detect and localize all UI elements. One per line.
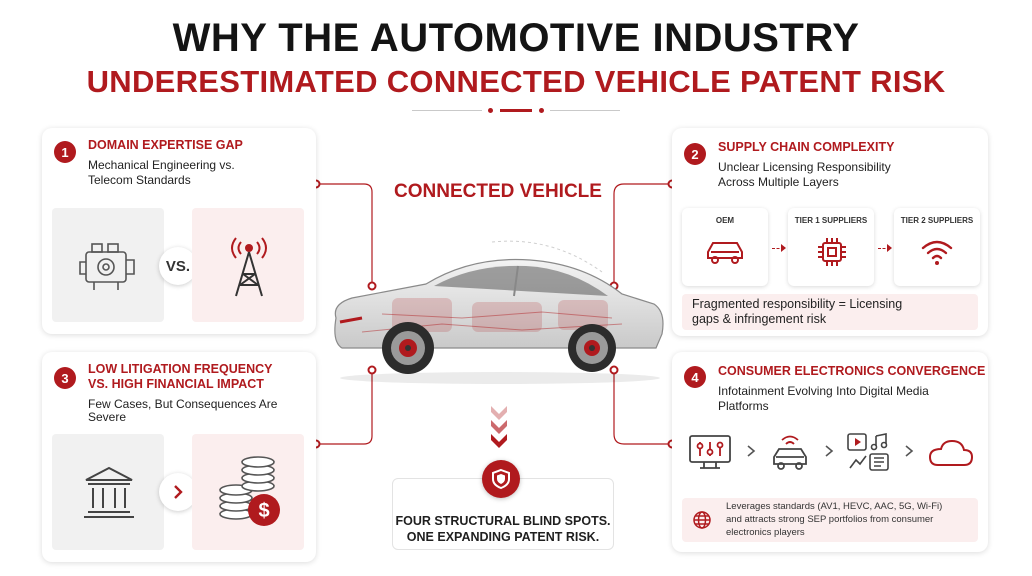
card-number-badge: 3 xyxy=(54,367,76,389)
card-title-line1: LOW LITIGATION FREQUENCY xyxy=(88,362,273,376)
standards-note: Leverages standards (AV1, HEVC, AAC, 5G,… xyxy=(682,498,978,542)
mechanical-panel xyxy=(52,208,164,322)
card-number-badge: 4 xyxy=(684,366,706,388)
chevrons-down-icon xyxy=(491,406,507,448)
card-title: CONSUMER ELECTRONICS CONVERGENCE xyxy=(718,364,986,378)
chevron-right-icon xyxy=(747,445,756,457)
flow-arrow xyxy=(772,248,784,249)
page-subtitle: UNDERESTIMATED CONNECTED VEHICLE PATENT … xyxy=(86,64,946,99)
car-icon xyxy=(707,242,743,264)
summary-line1: FOUR STRUCTURAL BLIND SPOTS. xyxy=(395,514,611,528)
media-apps-icon xyxy=(847,433,889,471)
tier-oem: OEM xyxy=(682,208,768,286)
tier-1-suppliers: TIER 1 SUPPLIERS xyxy=(788,208,874,286)
card-subtitle-line2: Across Multiple Layers xyxy=(718,175,839,189)
engine-icon xyxy=(79,243,135,290)
coins-dollar-icon: $ xyxy=(219,456,280,526)
card-subtitle-line1: Unclear Licensing Responsibility xyxy=(718,160,891,174)
chip-icon xyxy=(818,238,846,266)
tier-label: TIER 1 SUPPLIERS xyxy=(794,216,868,225)
card-supply-chain-complexity: 2 SUPPLY CHAIN COMPLEXITY Unclear Licens… xyxy=(672,128,988,336)
tier-2-suppliers: TIER 2 SUPPLIERS xyxy=(894,208,980,286)
connected-vehicle-label: CONNECTED VEHICLE xyxy=(394,181,602,202)
arrow-head xyxy=(781,244,786,252)
chevron-right-icon xyxy=(905,445,914,457)
financial-impact-panel: $ xyxy=(192,434,304,550)
fragmented-note: Fragmented responsibility = Licensing ga… xyxy=(682,294,978,330)
card-consumer-electronics: 4 CONSUMER ELECTRONICS CONVERGENCE Infot… xyxy=(672,352,988,552)
courthouse-icon xyxy=(84,466,134,518)
card-subtitle-line2: Platforms xyxy=(718,399,769,413)
card-subtitle-line2: Severe xyxy=(88,410,127,424)
cell-tower-icon xyxy=(231,237,267,297)
cloud-icon xyxy=(928,439,974,466)
title-divider xyxy=(412,108,620,113)
globe-icon xyxy=(693,511,711,529)
note-line1: Fragmented responsibility = Licensing xyxy=(692,297,903,311)
page-title: WHY THE AUTOMOTIVE INDUSTRY xyxy=(172,16,860,60)
svg-text:$: $ xyxy=(258,500,269,522)
wifi-icon xyxy=(921,240,953,265)
vs-label: VS. xyxy=(165,257,191,275)
telecom-panel xyxy=(192,208,304,322)
connected-car-illustration xyxy=(334,240,664,384)
card-number-badge: 2 xyxy=(684,143,706,165)
note-line1: Leverages standards (AV1, HEVC, AAC, 5G,… xyxy=(726,501,943,512)
note-line2: and attracts strong SEP portfolios from … xyxy=(726,514,934,525)
flow-arrow xyxy=(878,248,890,249)
chevron-right-icon xyxy=(825,445,834,457)
summary-line2: ONE EXPANDING PATENT RISK. xyxy=(406,530,600,544)
card-subtitle-line1: Few Cases, But Consequences Are xyxy=(88,397,278,411)
litigation-panel xyxy=(52,434,164,550)
shield-icon xyxy=(482,460,520,498)
card-number-badge: 1 xyxy=(54,141,76,163)
tier-label: TIER 2 SUPPLIERS xyxy=(900,216,974,225)
infotainment-display-icon xyxy=(689,435,731,469)
card-title: DOMAIN EXPERTISE GAP xyxy=(88,138,243,152)
note-line3: electronics players xyxy=(726,527,805,538)
arrow-head xyxy=(887,244,892,252)
card-low-litigation: 3 LOW LITIGATION FREQUENCY VS. HIGH FINA… xyxy=(42,352,316,562)
connected-car-icon xyxy=(773,435,807,470)
vs-circle: VS. xyxy=(159,247,197,285)
card-subtitle-line2: Telecom Standards xyxy=(88,173,191,187)
tier-label: OEM xyxy=(715,216,735,225)
card-title: SUPPLY CHAIN COMPLEXITY xyxy=(718,140,895,154)
chevron-right-icon xyxy=(159,473,197,511)
note-line2: gaps & infringement risk xyxy=(692,312,827,326)
card-subtitle-line1: Mechanical Engineering vs. xyxy=(88,158,235,172)
card-title-line2: VS. HIGH FINANCIAL IMPACT xyxy=(88,377,264,391)
card-subtitle-line1: Infotainment Evolving Into Digital Media xyxy=(718,384,929,398)
card-domain-expertise-gap: 1 DOMAIN EXPERTISE GAP Mechanical Engine… xyxy=(42,128,316,334)
